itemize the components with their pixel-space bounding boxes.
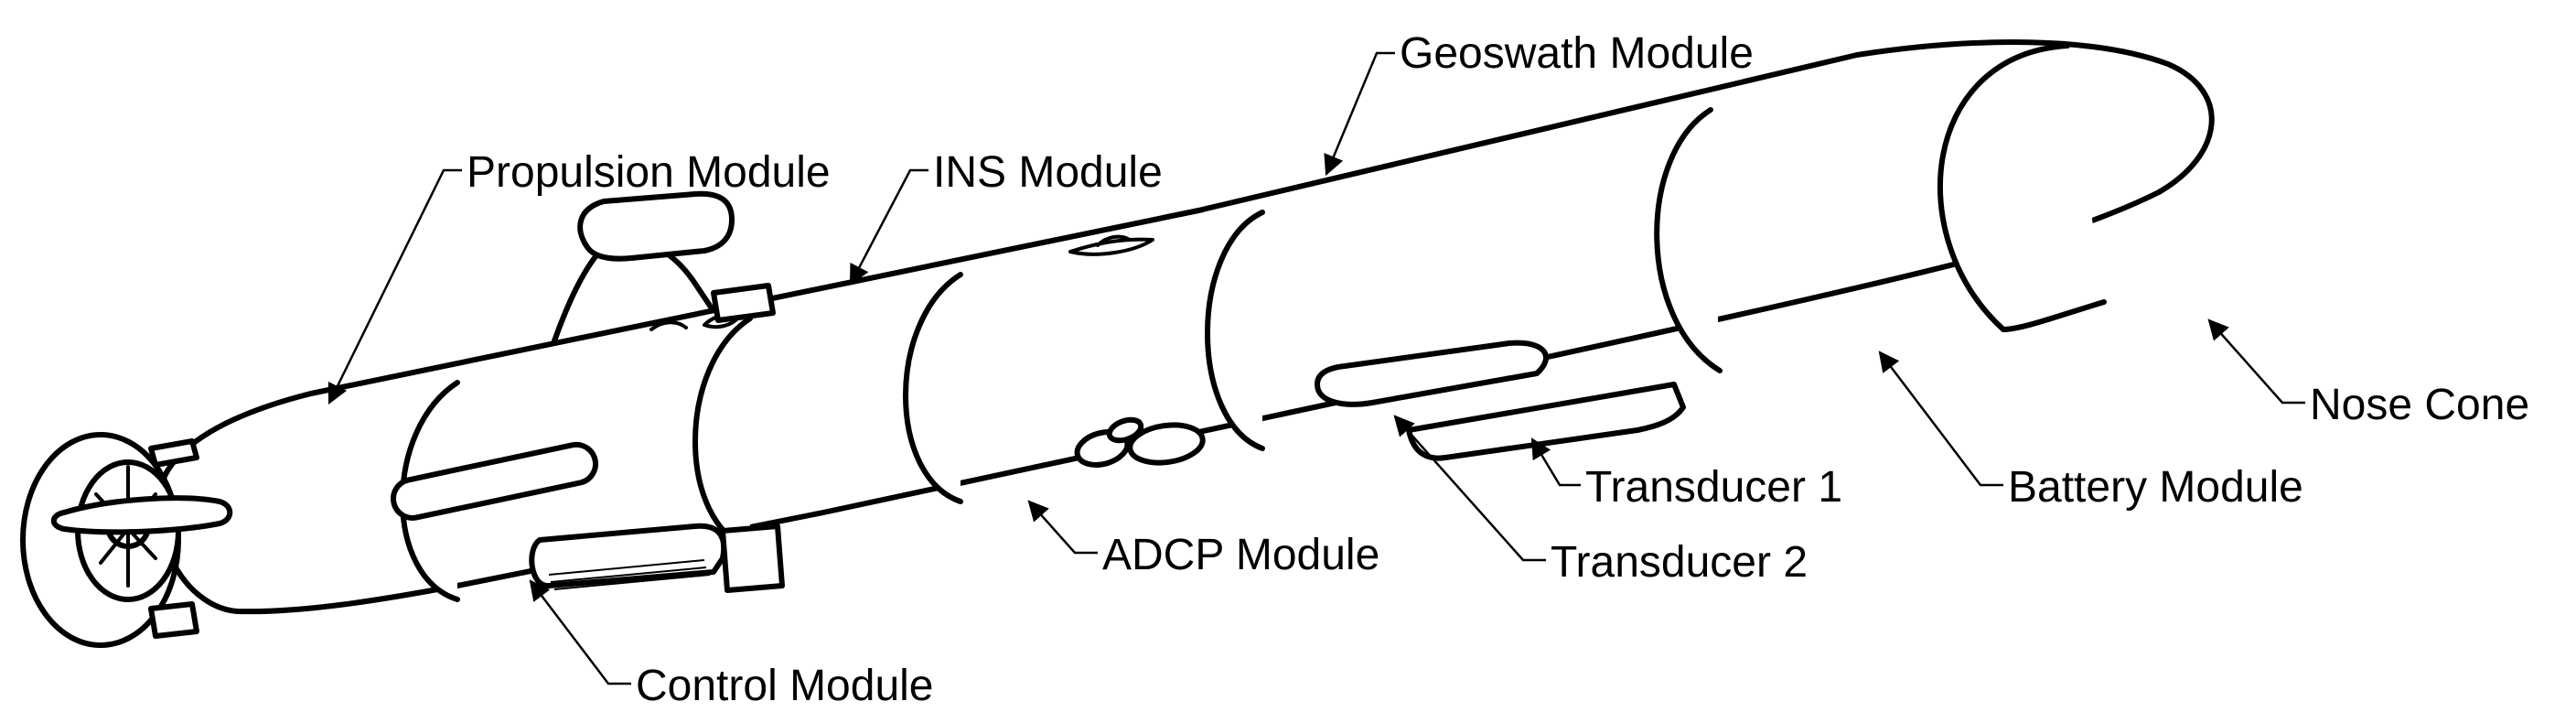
label-control: Control Module	[529, 579, 934, 710]
transducer-1-mount	[1406, 382, 1686, 461]
nose-cone-label: Nose Cone	[2310, 381, 2529, 429]
adcp-module-label: ADCP Module	[1102, 531, 1379, 579]
ins-module-label: INS Module	[933, 148, 1163, 197]
battery-module-label: Battery Module	[2008, 463, 2303, 512]
label-nose-cone: Nose Cone	[2207, 318, 2529, 429]
label-geoswath: Geoswath Module	[1324, 29, 1754, 177]
label-adcp: ADCP Module	[1027, 500, 1379, 579]
propeller-assembly	[20, 432, 233, 648]
nose-cone-seam	[1937, 43, 2107, 332]
propulsion-window	[390, 441, 598, 521]
adcp-heads	[1074, 416, 1206, 468]
auv-vehicle	[20, 39, 2215, 648]
label-transducer-1: Transducer 1	[1530, 437, 1842, 512]
control-module-label: Control Module	[636, 662, 934, 710]
label-ins: INS Module	[849, 148, 1163, 286]
propulsion-module-label: Propulsion Module	[467, 148, 831, 197]
transducer-2-plate	[1315, 340, 1549, 407]
geoswath-seam	[1205, 210, 1265, 451]
control-module-box	[529, 523, 785, 593]
label-propulsion: Propulsion Module	[327, 148, 831, 405]
transducer-1-label: Transducer 1	[1585, 463, 1842, 512]
adcp-seam	[903, 272, 963, 504]
label-transducer-2: Transducer 2	[1393, 415, 1808, 587]
transducer-2-label: Transducer 2	[1551, 538, 1808, 587]
hull-body	[157, 39, 2215, 615]
geoswath-module-label: Geoswath Module	[1400, 29, 1754, 78]
label-battery: Battery Module	[1878, 351, 2303, 512]
upper-fin	[546, 190, 735, 360]
battery-seam	[1654, 107, 1723, 373]
